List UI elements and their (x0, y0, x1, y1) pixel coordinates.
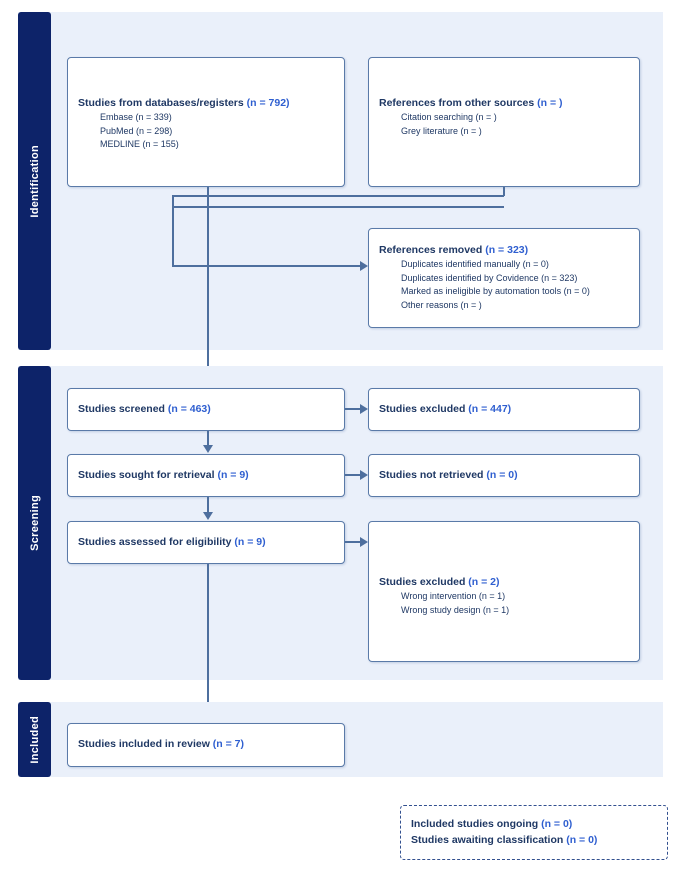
excluded-screening-label: Studies excluded (379, 402, 466, 415)
studies-screened-title: Studies screened (n = 463) (78, 402, 334, 418)
other-sources-title-label: References from other sources (379, 97, 535, 109)
arrow-sought-to-assessed (203, 512, 213, 520)
connector-sought-to-assessed (207, 497, 209, 512)
stage-label-included: Included (28, 715, 41, 764)
arrow-assessed-to-excluded (360, 537, 368, 547)
references-removed-sub-covidence: Duplicates identified by Covidence (n = … (401, 272, 578, 283)
databases-sub-embase: Embase (n = 339) (100, 112, 172, 123)
included-review-title: Studies included in review (n = 7) (78, 737, 334, 753)
databases-sub-medline: MEDLINE (n = 155) (100, 139, 179, 150)
connector-databases-down (207, 187, 209, 196)
assessed-eligibility-label: Studies assessed for eligibility (78, 535, 232, 548)
stage-tab-identification: Identification (18, 12, 51, 350)
connector-screened-to-sought (207, 431, 209, 446)
connector-removed-branch-stub (172, 206, 174, 266)
arrow-screened-to-sought (203, 445, 213, 453)
stage-tab-included: Included (18, 702, 51, 777)
connector-to-references-removed (172, 265, 362, 267)
databases-title-count: (n = 792) (246, 97, 290, 109)
connector-bus-left-stub (172, 195, 174, 207)
box-ongoing-awaiting: Included studies ongoing (n = 0) Studies… (400, 805, 668, 860)
databases-title-label: Studies from databases/registers (78, 97, 244, 109)
box-studies-sought-retrieval: Studies sought for retrieval (n = 9) (67, 454, 345, 497)
sought-retrieval-title: Studies sought for retrieval (n = 9) (78, 468, 334, 484)
references-removed-title-count: (n = 323) (485, 244, 529, 256)
excluded-eligibility-count: (n = 2) (468, 576, 500, 588)
arrow-to-references-removed (360, 261, 368, 271)
included-review-label: Studies included in review (78, 738, 210, 751)
other-sources-sub-grey: Grey literature (n = ) (401, 125, 482, 136)
not-retrieved-title: Studies not retrieved (n = 0) (379, 468, 629, 484)
sought-retrieval-count: (n = 9) (217, 468, 249, 481)
other-sources-title-count: (n = ) (537, 97, 563, 109)
excluded-screening-title: Studies excluded (n = 447) (379, 402, 629, 418)
ongoing-label: Included studies ongoing (411, 817, 539, 830)
stage-label-identification: Identification (28, 144, 41, 218)
box-studies-assessed-eligibility: Studies assessed for eligibility (n = 9) (67, 521, 345, 564)
ongoing-count: (n = 0) (541, 817, 573, 830)
arrow-screened-to-excluded (360, 404, 368, 414)
excluded-eligibility-sub-design: Wrong study design (n = 1) (401, 604, 510, 615)
databases-title: Studies from databases/registers (n = 79… (78, 96, 334, 111)
excluded-eligibility-title: Studies excluded (n = 2) (379, 575, 629, 590)
assessed-eligibility-count: (n = 9) (234, 535, 266, 548)
included-review-count: (n = 7) (212, 738, 245, 751)
other-sources-sub-citation: Citation searching (n = ) (401, 112, 497, 123)
box-studies-not-retrieved: Studies not retrieved (n = 0) (368, 454, 640, 497)
studies-screened-label: Studies screened (78, 402, 165, 415)
stage-label-screening: Screening (28, 495, 41, 551)
box-references-removed: References removed (n = 323) Duplicates … (368, 228, 640, 328)
connector-sought-to-not-retrieved (345, 474, 362, 476)
connector-identification-bus (172, 195, 504, 197)
awaiting-count: (n = 0) (566, 833, 598, 846)
box-references-other-sources: References from other sources (n = ) Cit… (368, 57, 640, 187)
connector-screened-to-excluded (345, 408, 362, 410)
references-removed-title: References removed (n = 323) (379, 243, 629, 258)
references-removed-sub-manual: Duplicates identified manually (n = 0) (401, 259, 549, 270)
connector-assessed-to-excluded (345, 541, 362, 543)
sought-retrieval-label: Studies sought for retrieval (78, 468, 215, 481)
box-studies-from-databases: Studies from databases/registers (n = 79… (67, 57, 345, 187)
excluded-eligibility-label: Studies excluded (379, 576, 466, 588)
other-sources-title: References from other sources (n = ) (379, 96, 629, 111)
studies-screened-count: (n = 463) (167, 402, 211, 415)
box-studies-excluded-eligibility: Studies excluded (n = 2) Wrong intervent… (368, 521, 640, 662)
not-retrieved-label: Studies not retrieved (379, 468, 484, 481)
databases-sub-pubmed: PubMed (n = 298) (100, 125, 173, 136)
arrow-sought-to-not-retrieved (360, 470, 368, 480)
excluded-screening-count: (n = 447) (468, 402, 512, 415)
assessed-eligibility-title: Studies assessed for eligibility (n = 9) (78, 535, 334, 551)
not-retrieved-count: (n = 0) (486, 468, 518, 481)
box-studies-screened: Studies screened (n = 463) (67, 388, 345, 431)
connector-identification-trunk (207, 195, 209, 383)
references-removed-sub-other: Other reasons (n = ) (401, 299, 482, 310)
connector-bus-lower (172, 206, 504, 208)
box-studies-excluded-screening: Studies excluded (n = 447) (368, 388, 640, 431)
stage-tab-screening: Screening (18, 366, 51, 680)
connector-other-sources-down (503, 187, 505, 196)
ongoing-line: Included studies ongoing (n = 0) (411, 817, 657, 833)
awaiting-line: Studies awaiting classification (n = 0) (411, 833, 657, 849)
box-studies-included-review: Studies included in review (n = 7) (67, 723, 345, 767)
awaiting-label: Studies awaiting classification (411, 833, 564, 846)
references-removed-title-label: References removed (379, 244, 483, 256)
references-removed-sub-automation: Marked as ineligible by automation tools… (401, 286, 590, 297)
connector-assessed-to-included (207, 564, 209, 714)
excluded-eligibility-sub-intervention: Wrong intervention (n = 1) (401, 591, 506, 602)
